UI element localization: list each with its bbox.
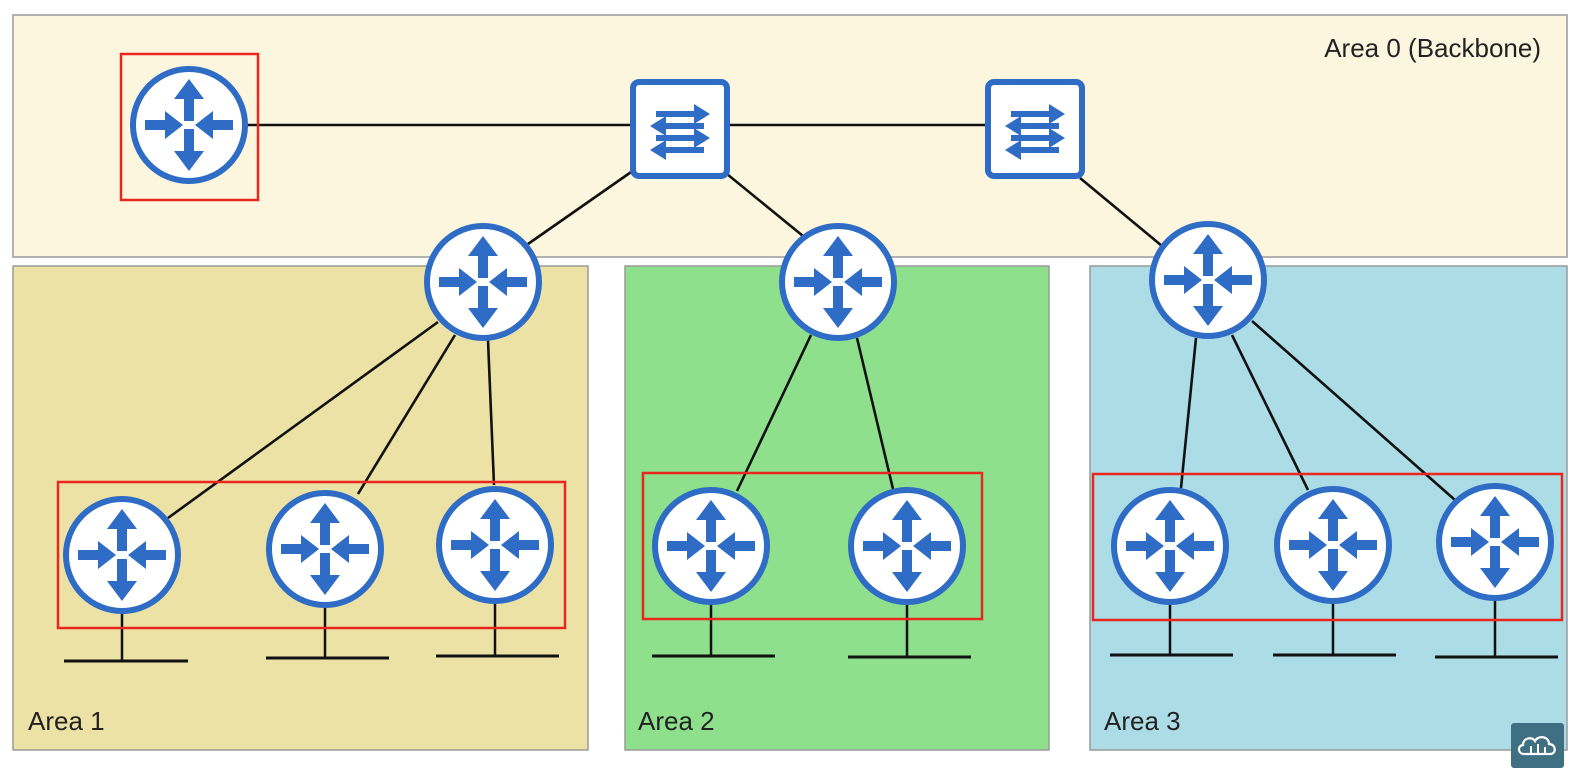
link-abr3-r7 [1230, 334, 1310, 491]
highlight-box-area-1-routers [56, 480, 567, 630]
router-icon [782, 226, 894, 338]
link-abr1-r1 [167, 320, 439, 520]
link-abr3-r6 [1179, 337, 1198, 489]
router-icon [427, 226, 539, 338]
router-icon [439, 489, 551, 601]
router-icon [66, 499, 178, 611]
router-icon [1152, 224, 1264, 336]
link-abr1-r2 [356, 334, 457, 495]
router-icon [269, 493, 381, 605]
link-switch1-abr1 [527, 168, 635, 246]
link-switch2-abr3 [1079, 176, 1163, 248]
link-abr2-r4 [735, 334, 813, 492]
link-abr2-r5 [855, 337, 895, 490]
router-icon [133, 69, 245, 181]
area-3-label: Area 3 [1104, 706, 1181, 736]
switch-icon [988, 82, 1082, 176]
area-0-label: Area 0 (Backbone) [1324, 33, 1541, 63]
router-icon [1439, 486, 1551, 598]
highlight-box-backbone-router [119, 52, 260, 202]
lan-segments [64, 600, 1558, 663]
cloud-logo-icon [1511, 723, 1564, 768]
link-abr3-r8 [1251, 320, 1456, 501]
router-icon [851, 490, 963, 602]
highlight-box-area-2-routers [641, 471, 984, 621]
network-links [167, 123, 1456, 520]
area-0-backbone [12, 14, 1568, 258]
router-icon [1277, 489, 1389, 601]
router-icon [655, 490, 767, 602]
switch-icon [633, 82, 727, 176]
area-2-label: Area 2 [638, 706, 715, 736]
link-abr1-r3 [486, 339, 496, 486]
link-switch1-abr2 [726, 172, 804, 238]
highlight-box-area-3-routers [1091, 472, 1564, 622]
router-icon [1114, 490, 1226, 602]
area-1-label: Area 1 [28, 706, 105, 736]
